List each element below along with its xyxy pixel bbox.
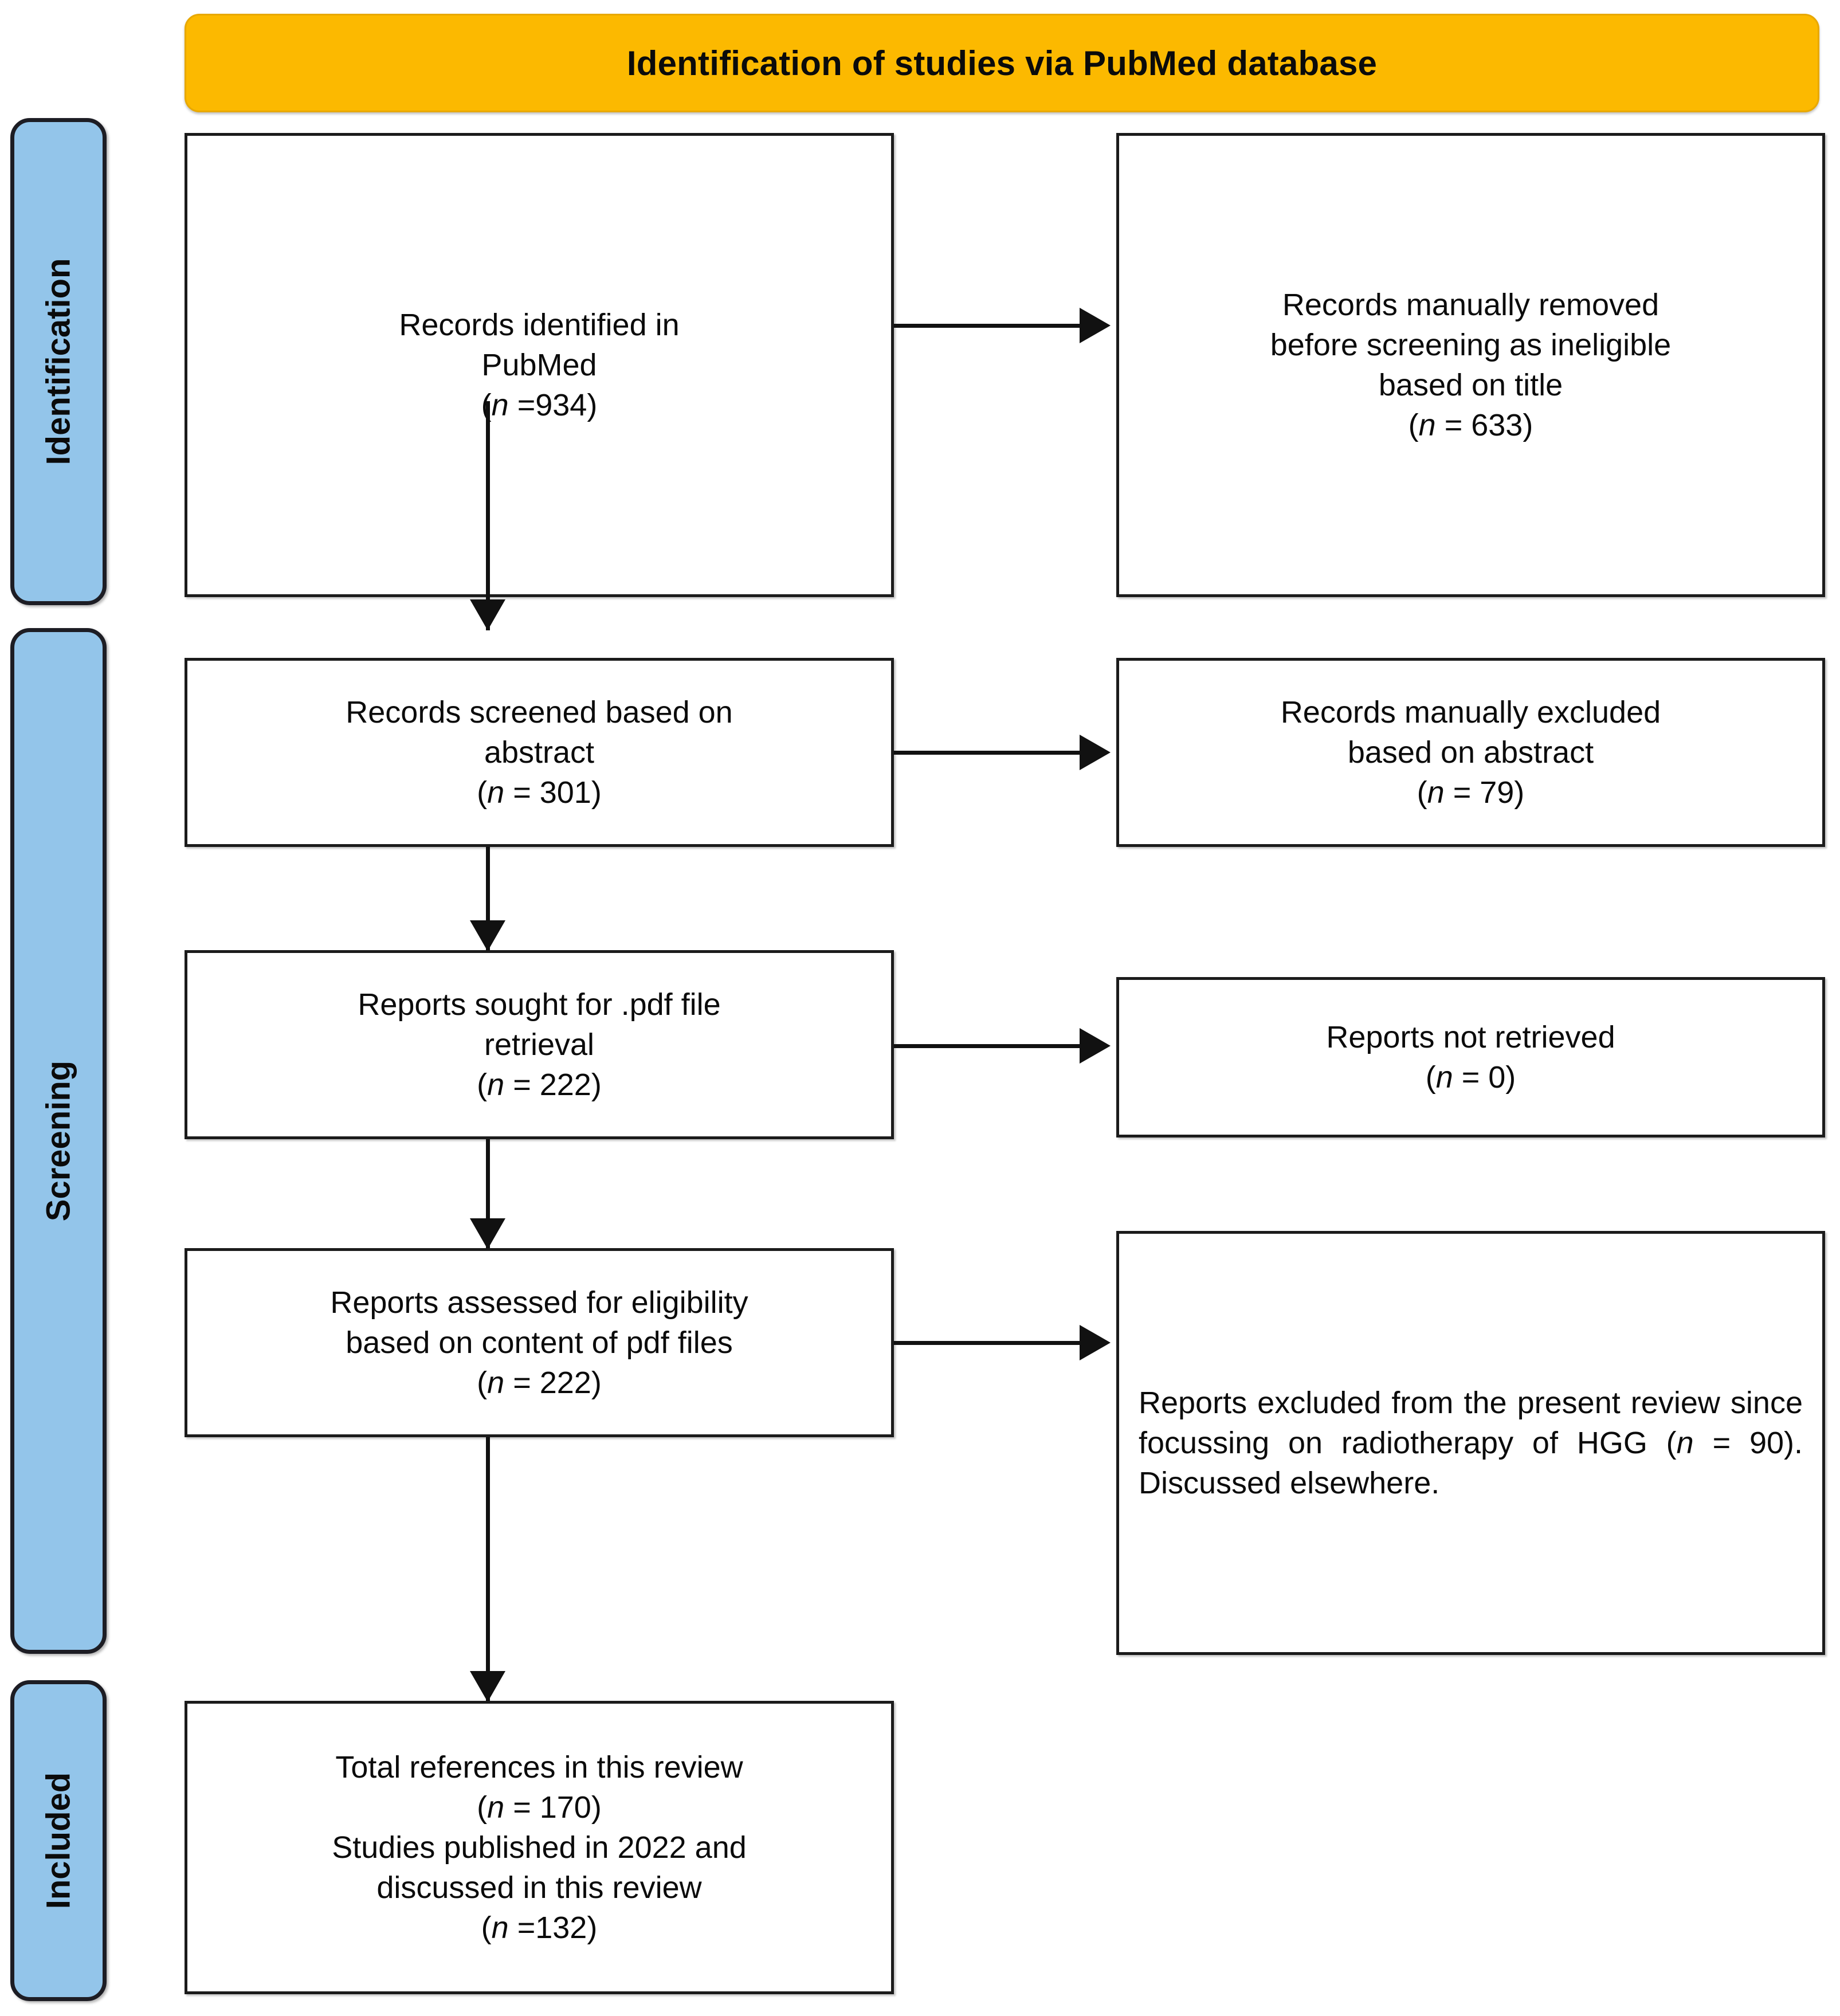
stage-label-identification: Identification <box>40 258 77 465</box>
arrowhead-sought-to-not-retrieved <box>1080 1028 1111 1064</box>
connector-assessed-to-included <box>486 1437 490 1701</box>
box-reports-sought: Reports sought for .pdf file retrieval (… <box>185 950 894 1139</box>
box-records-screened: Records screened based on abstract (n = … <box>185 658 894 847</box>
box-total-references-included: Total references in this review (n = 170… <box>185 1701 894 1994</box>
connector-identified-to-removed <box>894 324 1083 328</box>
box-records-excluded-abstract-text: Records manually excluded based on abstr… <box>1280 695 1661 810</box>
box-records-screened-text: Records screened based on abstract (n = … <box>346 695 733 810</box>
box-reports-excluded-hgg: Reports excluded from the present review… <box>1116 1231 1825 1655</box>
stage-label-included: Included <box>40 1772 77 1909</box>
box-total-references-included-text: Total references in this review (n = 170… <box>332 1750 747 1946</box>
arrowhead-identified-to-screened <box>470 599 505 630</box>
connector-identified-to-screened <box>486 401 490 630</box>
diagram-header-banner: Identification of studies via PubMed dat… <box>185 14 1819 112</box>
connector-sought-to-assessed <box>486 1139 490 1248</box>
box-reports-sought-text: Reports sought for .pdf file retrieval (… <box>358 987 721 1103</box>
box-records-excluded-abstract: Records manually excluded based on abstr… <box>1116 658 1825 847</box>
arrowhead-sought-to-assessed <box>470 1218 505 1249</box>
box-reports-excluded-hgg-text: Reports excluded from the present review… <box>1139 1385 1803 1501</box>
arrowhead-assessed-to-excluded-hgg <box>1080 1325 1111 1360</box>
box-records-removed-before-screening-text: Records manually removed before screenin… <box>1270 287 1672 443</box>
arrowhead-assessed-to-included <box>470 1671 505 1702</box>
box-reports-assessed-eligibility-text: Reports assessed for eligibility based o… <box>330 1285 748 1401</box>
box-reports-not-retrieved-text: Reports not retrieved (n = 0) <box>1326 1019 1615 1095</box>
box-records-removed-before-screening: Records manually removed before screenin… <box>1116 133 1825 597</box>
box-records-identified-text: Records identified in PubMed (n =934) <box>399 307 680 423</box>
stage-label-screening: Screening <box>40 1060 77 1222</box>
connector-sought-to-not-retrieved <box>894 1044 1083 1048</box>
arrowhead-screened-to-sought <box>470 920 505 951</box>
diagram-header-title: Identification of studies via PubMed dat… <box>626 44 1378 83</box>
arrowhead-screened-to-excluded-abstract <box>1080 735 1111 770</box>
box-reports-not-retrieved: Reports not retrieved (n = 0) <box>1116 977 1825 1138</box>
stage-band-included: Included <box>10 1680 107 2001</box>
connector-screened-to-excluded-abstract <box>894 751 1083 755</box>
stage-band-identification: Identification <box>10 118 107 605</box>
box-reports-assessed-eligibility: Reports assessed for eligibility based o… <box>185 1248 894 1437</box>
connector-screened-to-sought <box>486 847 490 950</box>
connector-assessed-to-excluded-hgg <box>894 1341 1083 1345</box>
arrowhead-identified-to-removed <box>1080 308 1111 343</box>
box-records-identified: Records identified in PubMed (n =934) <box>185 133 894 597</box>
stage-band-screening: Screening <box>10 628 107 1654</box>
